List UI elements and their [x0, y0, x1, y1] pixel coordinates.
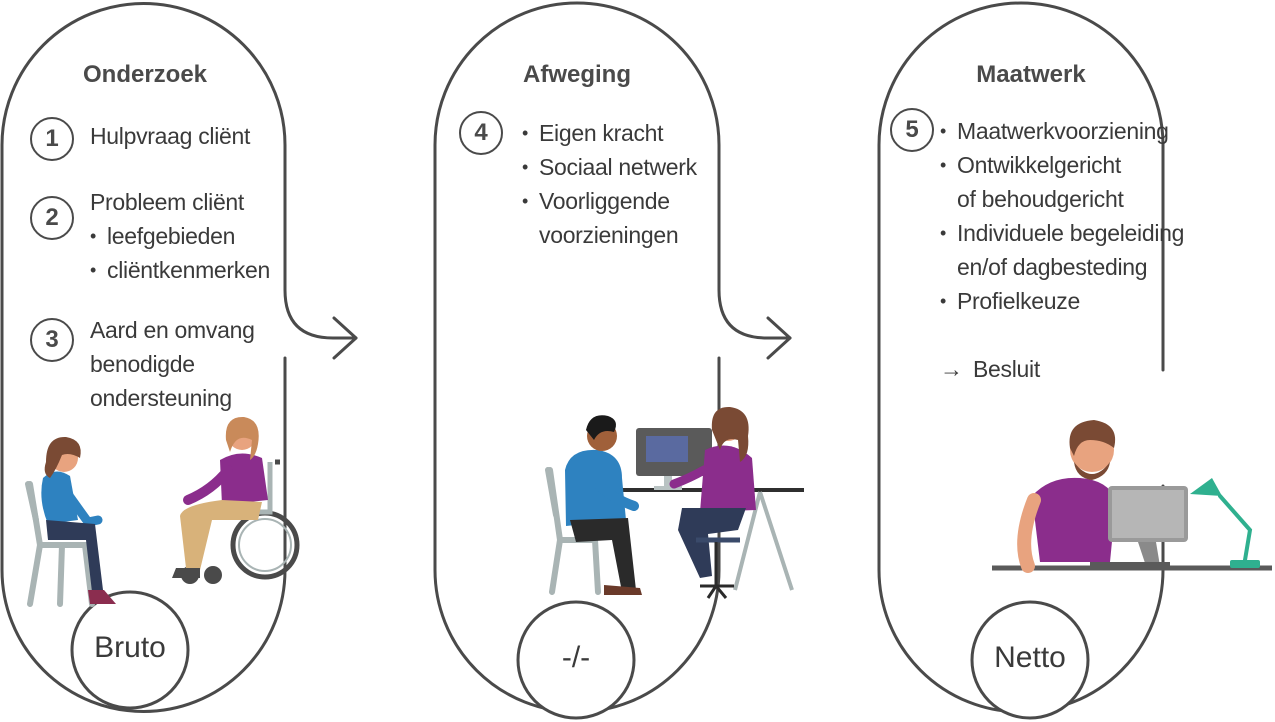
- step-2-bullet-clientkenmerken: cliëntkenmerken: [90, 253, 270, 287]
- conversation-desk-illustration: [545, 406, 804, 599]
- afweging-bullet-voorliggende: Voorliggende: [522, 184, 670, 218]
- step-4-number: 4: [459, 111, 503, 155]
- client-wheelchair-illustration: [172, 416, 300, 584]
- stage-afweging-title: Afweging: [523, 61, 631, 88]
- step-1-text: Hulpvraag cliënt: [90, 123, 251, 149]
- maatwerk-line-dagbesteding: en/of dagbesteding: [957, 254, 1148, 280]
- client-seated-illustration: [25, 436, 116, 607]
- step-3-text-line-2: benodigde: [90, 351, 195, 377]
- maatwerk-bullet-ontwikkelgericht: Ontwikkelgericht: [940, 148, 1121, 182]
- maatwerk-bullet-individuele-begeleiding: Individuele begeleiding: [940, 216, 1184, 250]
- afweging-bullet-eigen-kracht: Eigen kracht: [522, 116, 664, 150]
- maatwerk-line-behoudgericht: of behoudgericht: [957, 186, 1124, 212]
- arrow-right-icon: →: [940, 356, 963, 382]
- maatwerk-bullet-profielkeuze: Profielkeuze: [940, 284, 1080, 318]
- bruto-label: Bruto: [94, 631, 166, 664]
- stage-maatwerk-title: Maatwerk: [976, 61, 1086, 88]
- besluit-text: Besluit: [973, 356, 1040, 382]
- stage-afweging-outline: [433, 1, 792, 714]
- step-3-number: 3: [30, 318, 74, 362]
- bruto-circle: [70, 590, 190, 710]
- step-1-number: 1: [30, 117, 74, 161]
- maatwerk-bullet-maatwerkvoorziening: Maatwerkvoorziening: [940, 114, 1169, 148]
- afweging-bullet-sociaal-netwerk: Sociaal netwerk: [522, 150, 697, 184]
- step-5-number: 5: [890, 108, 934, 152]
- step-2-bullet-leefgebieden: leefgebieden: [90, 219, 235, 253]
- min-circle: [516, 600, 636, 720]
- netto-label: Netto: [994, 641, 1066, 674]
- maatwerk-worker-illustration: [992, 420, 1272, 573]
- step-2-number: 2: [30, 196, 74, 240]
- stage-maatwerk-outline: [877, 1, 1165, 714]
- stage-onderzoek-title: Onderzoek: [82, 61, 208, 88]
- min-label: -/-: [561, 641, 591, 674]
- step-3-text-line-3: ondersteuning: [90, 385, 232, 411]
- step-2-text: Probleem cliënt: [90, 189, 245, 215]
- stage-onderzoek-outline: [0, 2, 358, 713]
- netto-circle: [970, 600, 1090, 720]
- step-3-text-line-1: Aard en omvang: [90, 317, 255, 343]
- afweging-line-voorzieningen: voorzieningen: [539, 222, 679, 248]
